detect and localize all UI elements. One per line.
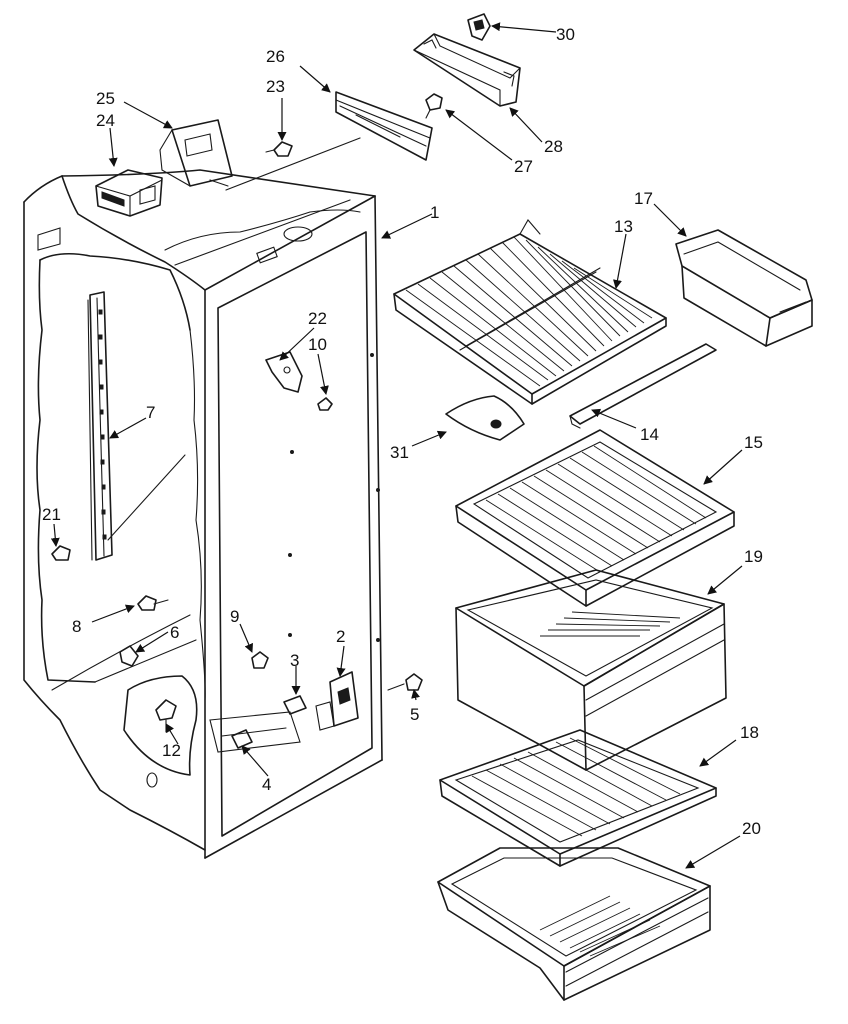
callout-22: 22: [308, 309, 327, 328]
callout-18: 18: [740, 723, 759, 742]
glass-shelf: [455, 429, 735, 607]
control-housing: [95, 169, 163, 217]
screw-21: [51, 545, 71, 561]
shelf-ladder-rail: [87, 291, 186, 561]
screw-23: [265, 141, 293, 157]
shelf-trim: [569, 343, 717, 429]
screw-27: [425, 93, 443, 119]
wire-shelf: [393, 219, 667, 405]
part-4: [231, 729, 253, 749]
callout-5: 5: [410, 705, 419, 724]
callout-28: 28: [544, 137, 563, 156]
screw-5: [387, 673, 423, 691]
callout-23: 23: [266, 77, 285, 96]
callout-1: 1: [430, 203, 439, 222]
callout-10: 10: [308, 335, 327, 354]
callout-26: 26: [266, 47, 285, 66]
callout-13: 13: [614, 217, 633, 236]
callout-4: 4: [262, 775, 271, 794]
crisper-cover: [439, 729, 717, 867]
callout-8: 8: [72, 617, 81, 636]
callout-3: 3: [290, 651, 299, 670]
callout-9: 9: [230, 607, 239, 626]
hinge-bracket: [315, 671, 359, 731]
callout-12: 12: [162, 741, 181, 760]
cabinet-liner: [23, 169, 383, 859]
control-bracket: [159, 119, 233, 187]
callout-17: 17: [634, 189, 653, 208]
bracket-22: [265, 351, 303, 393]
callout-20: 20: [742, 819, 761, 838]
screw-8: [137, 595, 169, 611]
callout-30: 30: [556, 25, 575, 44]
callout-24: 24: [96, 111, 115, 130]
callout-31: 31: [390, 443, 409, 462]
light-shield: [335, 91, 433, 161]
cover-31: [445, 395, 525, 441]
callout-27: 27: [514, 157, 533, 176]
callout-6: 6: [170, 623, 179, 642]
leader-lines: [50, 22, 743, 869]
callout-21: 21: [42, 505, 61, 524]
screw-9: [251, 651, 269, 669]
callout-14: 14: [640, 425, 659, 444]
callout-25: 25: [96, 89, 115, 108]
callout-19: 19: [744, 547, 763, 566]
callout-7: 7: [146, 403, 155, 422]
drain-part-12: [155, 699, 177, 733]
bottom-drawer: [437, 847, 711, 1001]
light-housing: [413, 33, 521, 107]
callout-15: 15: [744, 433, 763, 452]
light-socket: [467, 13, 491, 41]
bracket-3: [283, 695, 307, 715]
fitting-6: [119, 645, 139, 667]
door-bin: [675, 229, 813, 347]
callout-2: 2: [336, 627, 345, 646]
callout-labels: 30 26 23 25 24 28 27 17 1 13 22 10 7 14 …: [42, 25, 763, 838]
crisper-drawer: [455, 569, 727, 771]
screw-10: [317, 397, 333, 411]
